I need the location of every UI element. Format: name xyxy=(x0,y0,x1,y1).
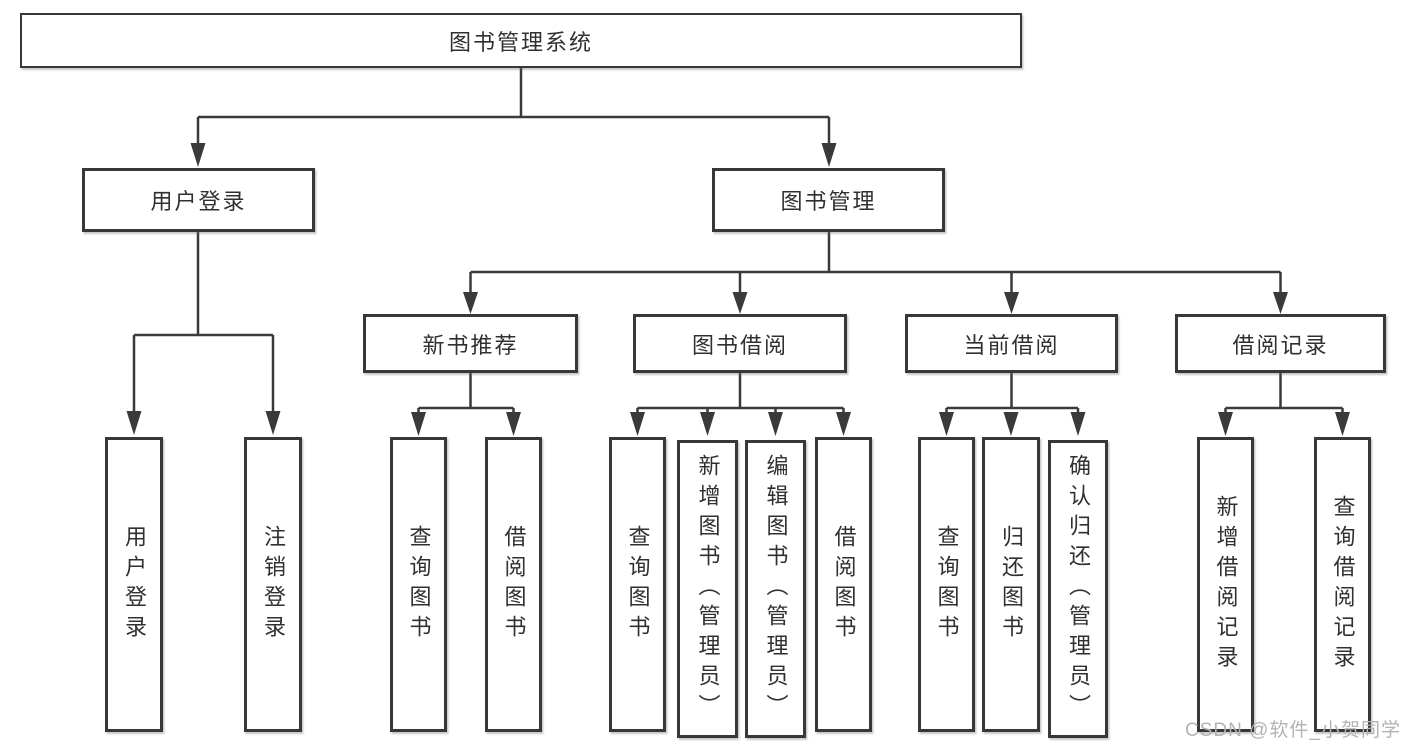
leaf-query-books-recommend: 查询图书 xyxy=(390,437,447,732)
leaf-borrow-books: 借阅图书 xyxy=(815,437,872,732)
leaf-borrow-books-recommend: 借阅图书 xyxy=(485,437,542,732)
node-book-borrowing-label: 图书借阅 xyxy=(691,332,788,358)
node-book-management: 图书管理 xyxy=(712,168,945,232)
leaf-query-books-recommend-label: 查询图书 xyxy=(406,524,432,645)
leaf-query-books-current-label: 查询图书 xyxy=(934,524,960,645)
node-library-system: 图书管理系统 xyxy=(20,13,1022,68)
connector-path xyxy=(132,68,1344,412)
node-book-management-label: 图书管理 xyxy=(780,189,877,214)
leaf-query-books-current: 查询图书 xyxy=(918,437,975,732)
node-current-borrowing: 当前借阅 xyxy=(905,314,1118,373)
node-new-book-recommend: 新书推荐 xyxy=(363,314,578,373)
leaf-return-books-label: 归还图书 xyxy=(999,524,1024,645)
leaf-logout-label: 注销登录 xyxy=(261,524,286,645)
csdn-watermark: CSDN @软件_小贺同学 xyxy=(1185,720,1401,741)
leaf-add-books-admin: 新增图书（管理员） xyxy=(677,440,738,738)
leaf-user-login-label: 用户登录 xyxy=(122,524,147,645)
node-new-book-recommend-label: 新书推荐 xyxy=(422,332,519,358)
node-user-login: 用户登录 xyxy=(82,168,315,232)
leaf-add-books-admin-label: 新增图书（管理员） xyxy=(695,454,721,724)
leaf-add-borrow-record: 新增借阅记录 xyxy=(1197,437,1254,732)
leaf-borrow-books-recommend-label: 借阅图书 xyxy=(501,524,527,645)
leaf-edit-books-admin-label: 编辑图书（管理员） xyxy=(763,454,789,724)
leaf-logout: 注销登录 xyxy=(244,437,302,732)
node-borrowing-records: 借阅记录 xyxy=(1175,314,1386,373)
node-library-system-label: 图书管理系统 xyxy=(448,29,593,55)
node-user-login-label: 用户登录 xyxy=(150,189,247,214)
leaf-query-books-borrowing-label: 查询图书 xyxy=(625,524,651,645)
node-borrowing-records-label: 借阅记录 xyxy=(1232,332,1329,358)
leaf-query-books-borrowing: 查询图书 xyxy=(609,437,666,732)
leaf-return-books: 归还图书 xyxy=(982,437,1040,732)
leaf-add-borrow-record-label: 新增借阅记录 xyxy=(1213,494,1239,675)
leaf-borrow-books-label: 借阅图书 xyxy=(831,524,857,645)
node-current-borrowing-label: 当前借阅 xyxy=(963,332,1060,358)
leaf-confirm-return-admin: 确认归还（管理员） xyxy=(1048,440,1108,738)
node-book-borrowing: 图书借阅 xyxy=(633,314,847,373)
leaf-query-borrow-record: 查询借阅记录 xyxy=(1314,437,1371,732)
leaf-user-login: 用户登录 xyxy=(105,437,163,732)
leaf-edit-books-admin: 编辑图书（管理员） xyxy=(745,440,806,738)
leaf-confirm-return-admin-label: 确认归还（管理员） xyxy=(1066,454,1091,724)
leaf-query-borrow-record-label: 查询借阅记录 xyxy=(1330,494,1356,675)
